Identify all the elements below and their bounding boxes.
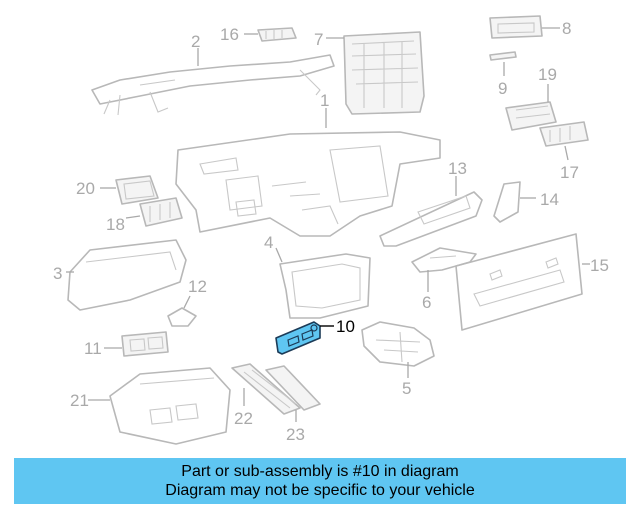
part-2-cross-beam [91,54,335,116]
callout-12: 12 [188,277,207,296]
callout-9: 9 [498,79,507,98]
callout-labels: 1 2 3 4 5 6 7 8 9 10 11 12 13 14 15 16 1… [53,19,609,444]
part-9-strip [489,51,517,61]
callout-18: 18 [106,215,125,234]
callout-7: 7 [314,30,323,49]
callout-leaders [66,27,590,422]
callout-20: 20 [76,179,95,198]
callout-23: 23 [286,425,305,444]
part-7-cluster [343,31,425,115]
part-17-vent [539,121,589,147]
callout-2: 2 [191,32,200,51]
callout-19: 19 [538,65,557,84]
callout-4: 4 [264,233,273,252]
part-23-trim-strip [265,365,321,411]
part-10-bezel-highlighted [275,321,321,355]
part-11-switch-bezel [121,331,169,357]
part-5-center-support [361,321,435,367]
part-19-vent [505,101,557,131]
part-14-bracket [493,181,521,223]
part-21-console [109,367,231,445]
exploded-parts-diagram: 1 2 3 4 5 6 7 8 9 10 11 12 13 14 15 16 1… [53,15,609,445]
part-6-bracket [411,247,477,273]
callout-1: 1 [320,91,329,110]
callout-14: 14 [540,190,559,209]
banner-line-1: Part or sub-assembly is #10 in diagram [181,463,459,480]
part-16-vent [257,27,297,42]
callout-13: 13 [448,159,467,178]
callout-6: 6 [422,293,431,312]
callout-15: 15 [590,256,609,275]
part-20-vent [115,175,159,205]
part-8-pocket [489,15,543,39]
info-banner: Part or sub-assembly is #10 in diagram D… [14,458,626,504]
part-18-vent [139,197,183,227]
part-1-instrument-panel [175,131,441,237]
part-4-glove-bin [279,253,371,319]
part-13-trim-panel [379,191,483,247]
banner-line-2: Diagram may not be specific to your vehi… [165,482,475,499]
callout-16: 16 [220,25,239,44]
callout-5: 5 [402,379,411,398]
part-3-glove-door [67,239,187,311]
callout-10: 10 [336,317,355,336]
part-12-clip [167,307,197,327]
part-15-panel [455,233,583,331]
callout-3: 3 [53,264,62,283]
part-22-trim-strip [231,363,301,415]
callout-11: 11 [84,339,102,358]
callout-17: 17 [560,163,579,182]
callout-22: 22 [234,409,253,428]
callout-8: 8 [562,19,571,38]
callout-21: 21 [70,391,89,410]
